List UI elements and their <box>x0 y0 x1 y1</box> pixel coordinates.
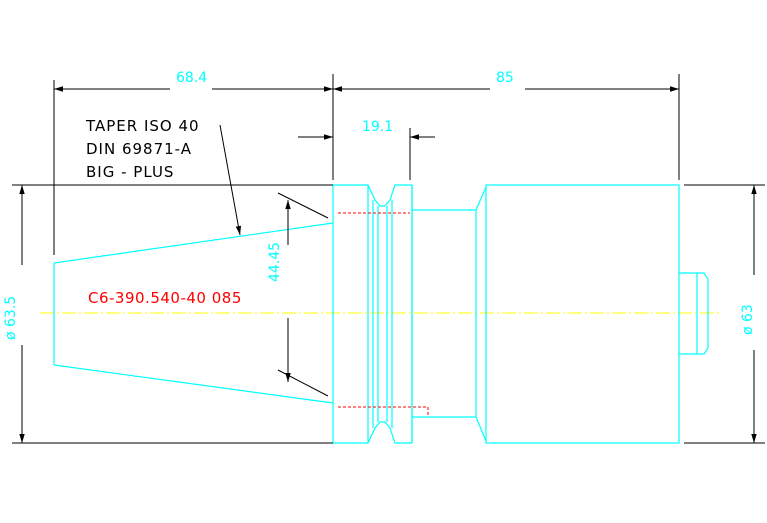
dim-body-length: 85 <box>333 70 680 180</box>
dim-taper-diameter: 44.45 <box>267 192 329 397</box>
dim-body-diameter-text: ø 63 <box>740 304 756 335</box>
dim-body-diameter: ø 63 <box>684 184 765 444</box>
flange <box>332 184 413 444</box>
dim-flange-width: 19.1 <box>298 119 435 180</box>
note-line-1: TAPER ISO 40 <box>85 117 200 135</box>
nose-stub <box>679 272 709 355</box>
neck <box>412 186 487 442</box>
part-number: C6-390.540-40 085 <box>88 289 242 307</box>
note-line-2: DIN 69871-A <box>86 140 192 158</box>
dim-flange-diameter-text: ø 63.5 <box>3 296 19 340</box>
dim-taper-length: 68.4 <box>53 70 334 255</box>
note-line-3: BIG - PLUS <box>86 163 174 181</box>
dim-taper-diameter-text: 44.45 <box>267 242 283 282</box>
dim-flange-diameter: ø 63.5 <box>3 184 333 444</box>
dim-body-length-text: 85 <box>496 70 514 86</box>
taper-cone <box>53 222 334 404</box>
dim-taper-length-text: 68.4 <box>176 70 207 86</box>
hidden-lines <box>338 212 429 417</box>
dim-flange-width-text: 19.1 <box>362 119 393 135</box>
note-leader-arrow <box>219 124 242 236</box>
body-cylinder <box>485 184 680 444</box>
taper-notes: TAPER ISO 40 DIN 69871-A BIG - PLUS <box>85 117 242 236</box>
